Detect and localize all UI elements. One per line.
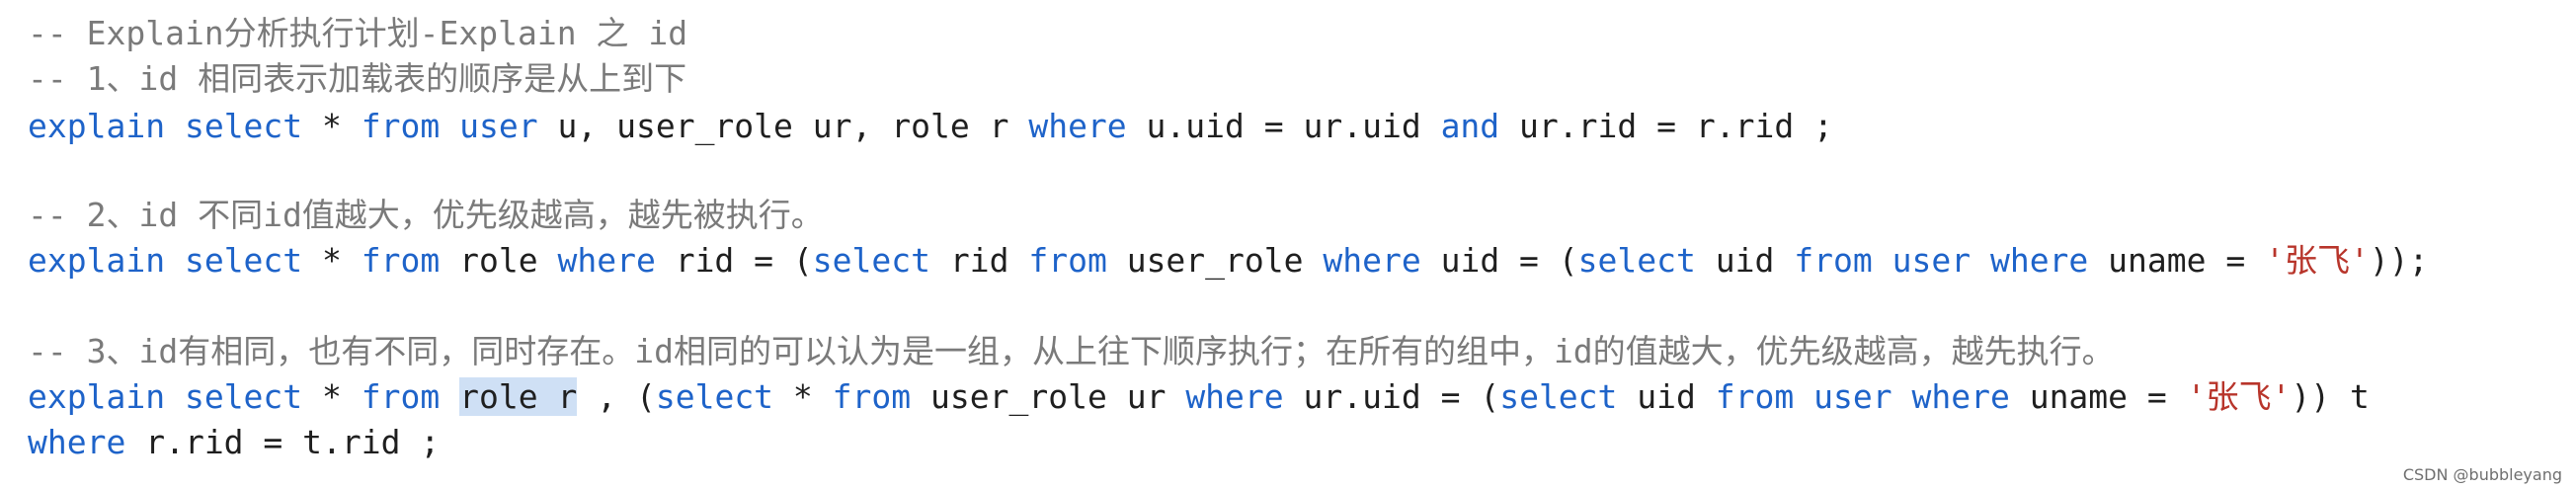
csdn-watermark: CSDN @bubbleyang (2402, 465, 2562, 484)
sql-keyword: where (1911, 377, 2010, 416)
sql-keyword: select (655, 377, 774, 416)
code-line[interactable]: explain select * from role r , (select *… (28, 375, 2370, 419)
code-text: uname = (2009, 377, 2187, 416)
code-text: * (302, 107, 362, 145)
code-text: role (440, 241, 558, 280)
code-text: ur.rid = r.rid ; (1499, 107, 1833, 145)
code-text: u, user_role ur, role r (537, 107, 1029, 145)
sql-keyword: select (184, 241, 303, 280)
code-text: )) t (2291, 377, 2370, 416)
code-text: uid (1617, 377, 1716, 416)
sql-keyword: user (1813, 377, 1892, 416)
sql-keyword: from (1028, 241, 1107, 280)
code-text (1873, 241, 1892, 280)
code-line[interactable]: explain select * from role where rid = (… (28, 239, 2428, 283)
sql-keyword: explain (28, 241, 166, 280)
string-literal: '张飞' (2186, 377, 2292, 416)
code-text: u.uid = ur.uid (1126, 107, 1441, 145)
sql-keyword: user (1892, 241, 1972, 280)
sql-keyword: from (361, 107, 441, 145)
code-line[interactable]: where r.rid = t.rid ; (28, 421, 440, 464)
sql-keyword: from (1794, 241, 1873, 280)
code-line[interactable]: -- 1、id 相同表示加载表的顺序是从上到下 (28, 57, 686, 101)
code-comment: -- 3、id有相同，也有不同，同时存在。id相同的可以认为是一组，从上往下顺序… (28, 332, 2115, 370)
code-text (165, 241, 185, 280)
sql-keyword: explain (28, 377, 166, 416)
selected-text: role r (459, 377, 578, 416)
sql-keyword: where (1028, 107, 1127, 145)
code-text: * (773, 377, 833, 416)
code-text: * (302, 377, 362, 416)
sql-keyword: where (1989, 241, 2089, 280)
code-text: uname = (2088, 241, 2266, 280)
code-comment: -- 2、id 不同id值越大，优先级越高，越先被执行。 (28, 196, 824, 234)
sql-keyword: from (361, 241, 441, 280)
code-text (440, 107, 459, 145)
code-text: uid = ( (1420, 241, 1578, 280)
sql-keyword: select (184, 107, 303, 145)
code-text (1892, 377, 1912, 416)
code-text: r.rid = t.rid ; (125, 423, 441, 461)
sql-keyword: where (1323, 241, 1421, 280)
code-line[interactable]: explain select * from user u, user_role … (28, 105, 1833, 148)
code-text: user_role (1106, 241, 1324, 280)
code-comment: -- Explain分析执行计划-Explain 之 id (28, 14, 688, 52)
code-text: * (302, 241, 362, 280)
sql-keyword: select (1499, 377, 1618, 416)
code-line[interactable]: -- 2、id 不同id值越大，优先级越高，越先被执行。 (28, 194, 824, 237)
code-text: rid (930, 241, 1029, 280)
code-text: ur.uid = ( (1283, 377, 1500, 416)
sql-keyword: and (1440, 107, 1500, 145)
sql-keyword: from (1715, 377, 1795, 416)
code-text: uid (1695, 241, 1795, 280)
code-text: rid = ( (655, 241, 813, 280)
sql-keyword: where (28, 423, 126, 461)
code-comment: -- 1、id 相同表示加载表的顺序是从上到下 (28, 59, 687, 98)
sql-keyword: select (812, 241, 930, 280)
code-text (165, 107, 185, 145)
sql-keyword: where (1185, 377, 1284, 416)
sql-keyword: explain (28, 107, 166, 145)
code-line[interactable]: -- 3、id有相同，也有不同，同时存在。id相同的可以认为是一组，从上往下顺序… (28, 330, 2115, 373)
code-text (165, 377, 185, 416)
sql-keyword: select (1577, 241, 1696, 280)
string-literal: '张飞' (2265, 241, 2370, 280)
code-text: , ( (577, 377, 656, 416)
code-text: user_role ur (911, 377, 1186, 416)
sql-keyword: from (361, 377, 441, 416)
code-text (440, 377, 459, 416)
code-text (1794, 377, 1813, 416)
sql-keyword: select (184, 377, 303, 416)
sql-keyword: from (832, 377, 912, 416)
code-text: )); (2369, 241, 2429, 280)
sql-keyword: where (557, 241, 656, 280)
code-line[interactable]: -- Explain分析执行计划-Explain 之 id (28, 12, 687, 55)
sql-keyword: user (459, 107, 538, 145)
code-text (1971, 241, 1990, 280)
